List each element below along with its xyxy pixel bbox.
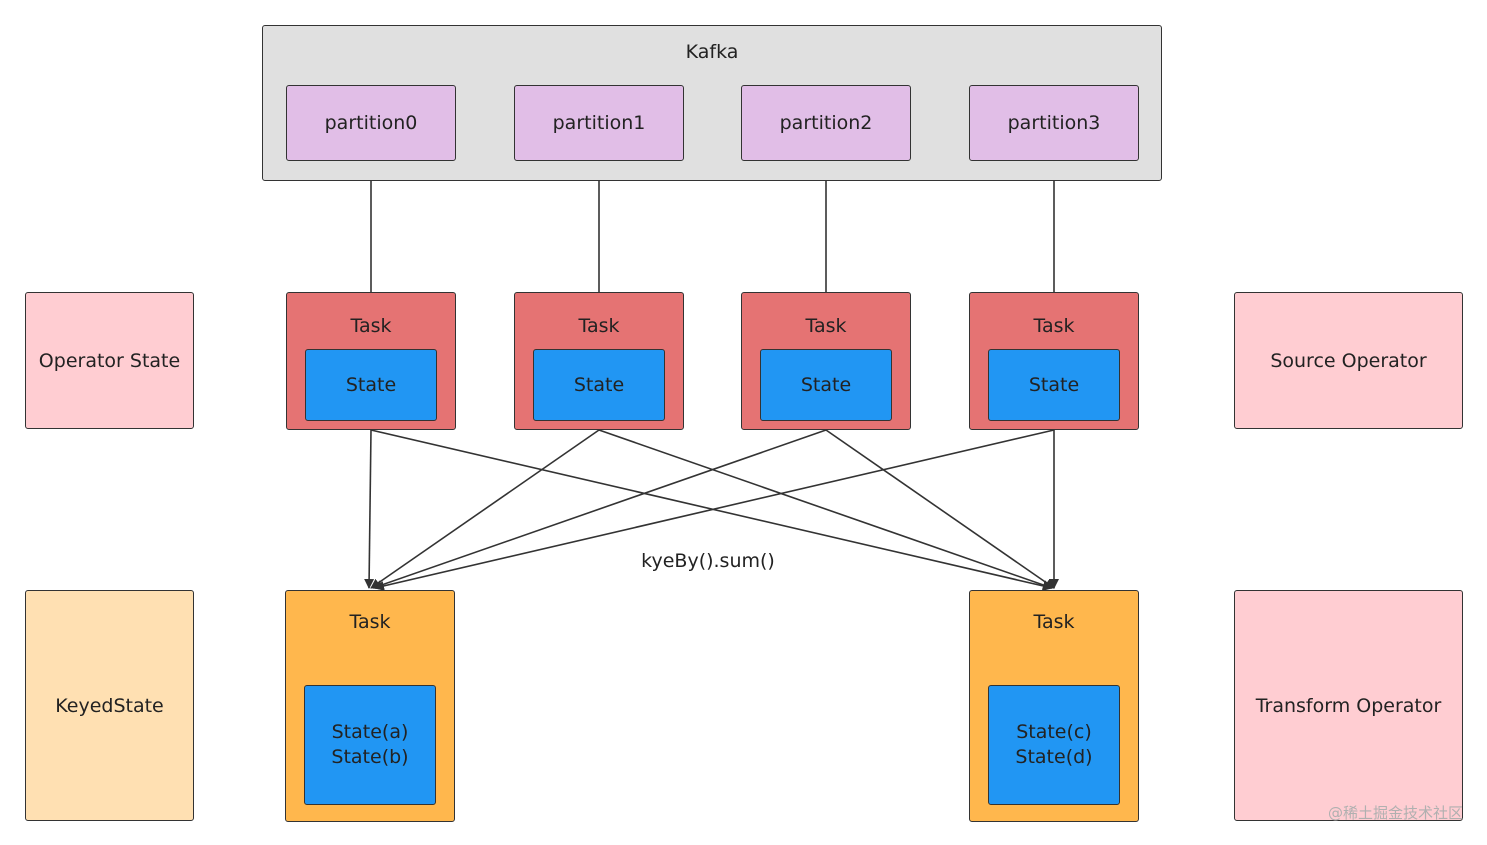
partition-2: partition2	[741, 85, 911, 161]
legend-operator-state: Operator State	[25, 292, 194, 429]
partition-0: partition0	[286, 85, 456, 161]
state-line: State(a)	[331, 721, 409, 743]
task-title: Task	[578, 315, 620, 337]
source-task-1: Task State	[514, 292, 684, 430]
task-keyed-state: State(c) State(d)	[988, 685, 1120, 805]
task-state: State	[988, 349, 1120, 421]
partition-1: partition1	[514, 85, 684, 161]
partition-3: partition3	[969, 85, 1139, 161]
state-line: State(c)	[1016, 721, 1092, 743]
legend-keyed-state: KeyedState	[25, 590, 194, 821]
task-state: State	[533, 349, 665, 421]
kafka-title: Kafka	[685, 41, 739, 63]
task-title: Task	[1033, 315, 1075, 337]
state-line: State(d)	[1015, 746, 1093, 768]
task-title: Task	[805, 315, 847, 337]
legend-transform-operator: Transform Operator	[1234, 590, 1463, 821]
task-title: Task	[349, 611, 391, 633]
legend-source-operator: Source Operator	[1234, 292, 1463, 429]
edge-task2-transform1	[825, 429, 1055, 589]
watermark: @稀土掘金技术社区	[1327, 804, 1463, 822]
source-task-3: Task State	[969, 292, 1139, 430]
task-state: State	[760, 349, 892, 421]
edge-task1-transform0	[370, 429, 600, 589]
state-line: State(b)	[331, 746, 409, 768]
task-title: Task	[1033, 611, 1075, 633]
transform-task-0: Task State(a) State(b)	[285, 590, 455, 822]
source-task-0: Task State	[286, 292, 456, 430]
task-state: State	[305, 349, 437, 421]
task-title: Task	[350, 315, 392, 337]
transform-task-1: Task State(c) State(d)	[969, 590, 1139, 822]
task-keyed-state: State(a) State(b)	[304, 685, 436, 805]
source-task-2: Task State	[741, 292, 911, 430]
edge-label: kyeBy().sum()	[641, 550, 775, 572]
edge-task0-transform0	[364, 429, 375, 589]
